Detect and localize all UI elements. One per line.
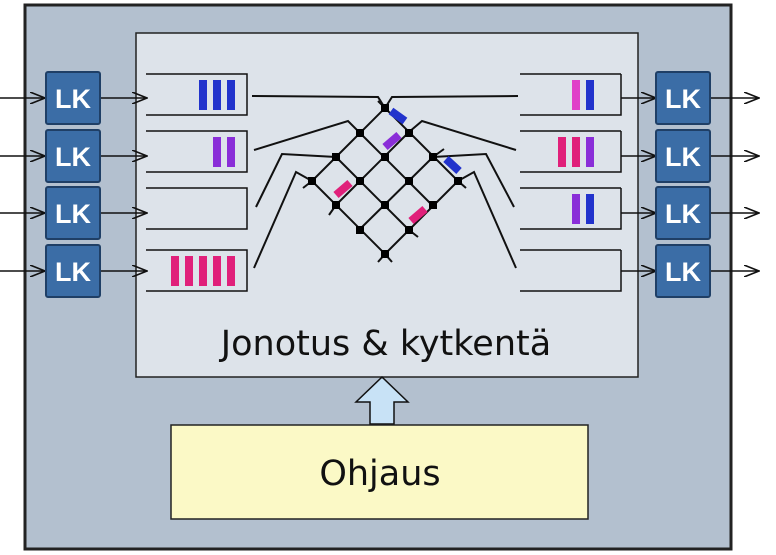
output-queue bbox=[520, 187, 622, 230]
line-card-label: LK bbox=[55, 142, 91, 172]
crossbar-packet bbox=[388, 107, 408, 125]
input-packet bbox=[185, 256, 193, 286]
output-queues bbox=[520, 73, 622, 292]
input-queue-packets bbox=[171, 80, 235, 286]
output-packet bbox=[586, 194, 594, 224]
input-queue bbox=[146, 73, 248, 116]
input-packet bbox=[227, 80, 235, 110]
input-packet bbox=[227, 137, 235, 167]
line-card-out-2: LK bbox=[655, 129, 711, 183]
input-packet bbox=[213, 256, 221, 286]
line-card-label: LK bbox=[665, 257, 701, 287]
control-label: Ohjaus bbox=[319, 454, 440, 494]
control-arrow-icon bbox=[354, 375, 410, 425]
output-packet bbox=[586, 80, 594, 110]
output-queue-packets bbox=[558, 80, 594, 224]
output-queue bbox=[520, 73, 622, 116]
line-card-out-1: LK bbox=[655, 71, 711, 125]
crossbar-packet bbox=[408, 205, 428, 225]
input-queues bbox=[146, 73, 248, 292]
line-card-out-4: LK bbox=[655, 244, 711, 298]
control-box: Ohjaus bbox=[170, 424, 589, 520]
crossbar-packet bbox=[443, 156, 462, 174]
switch-label: Jonotus & kytkentä bbox=[219, 324, 551, 364]
output-packet bbox=[572, 80, 580, 110]
output-line-cards: LK LK LK LK bbox=[621, 71, 758, 298]
line-card-in-2: LK bbox=[45, 129, 101, 183]
line-card-in-4: LK bbox=[45, 244, 101, 298]
output-packet bbox=[558, 137, 566, 167]
line-card-label: LK bbox=[55, 257, 91, 287]
crossbar-packet bbox=[382, 131, 402, 151]
input-packet bbox=[227, 256, 235, 286]
line-card-in-3: LK bbox=[45, 186, 101, 240]
crossbar-nodes bbox=[308, 104, 462, 258]
output-queue bbox=[520, 249, 622, 292]
input-packet bbox=[199, 80, 207, 110]
line-card-out-3: LK bbox=[655, 186, 711, 240]
line-card-label: LK bbox=[665, 199, 701, 229]
input-packet bbox=[199, 256, 207, 286]
output-packet bbox=[572, 194, 580, 224]
line-card-label: LK bbox=[665, 84, 701, 114]
input-queue bbox=[146, 249, 248, 292]
line-card-in-1: LK bbox=[45, 71, 101, 125]
crossbar-packets bbox=[333, 107, 462, 225]
output-packet bbox=[586, 137, 594, 167]
crossbar-packet bbox=[333, 179, 353, 199]
input-packet bbox=[213, 80, 221, 110]
input-line-cards: LK LK LK LK bbox=[0, 71, 146, 298]
input-packet bbox=[171, 256, 179, 286]
input-packet bbox=[213, 137, 221, 167]
input-queue bbox=[146, 187, 248, 230]
output-packet bbox=[572, 137, 580, 167]
input-queue bbox=[146, 130, 248, 173]
line-card-label: LK bbox=[55, 199, 91, 229]
line-card-label: LK bbox=[665, 142, 701, 172]
line-card-label: LK bbox=[55, 84, 91, 114]
output-queue bbox=[520, 130, 622, 173]
